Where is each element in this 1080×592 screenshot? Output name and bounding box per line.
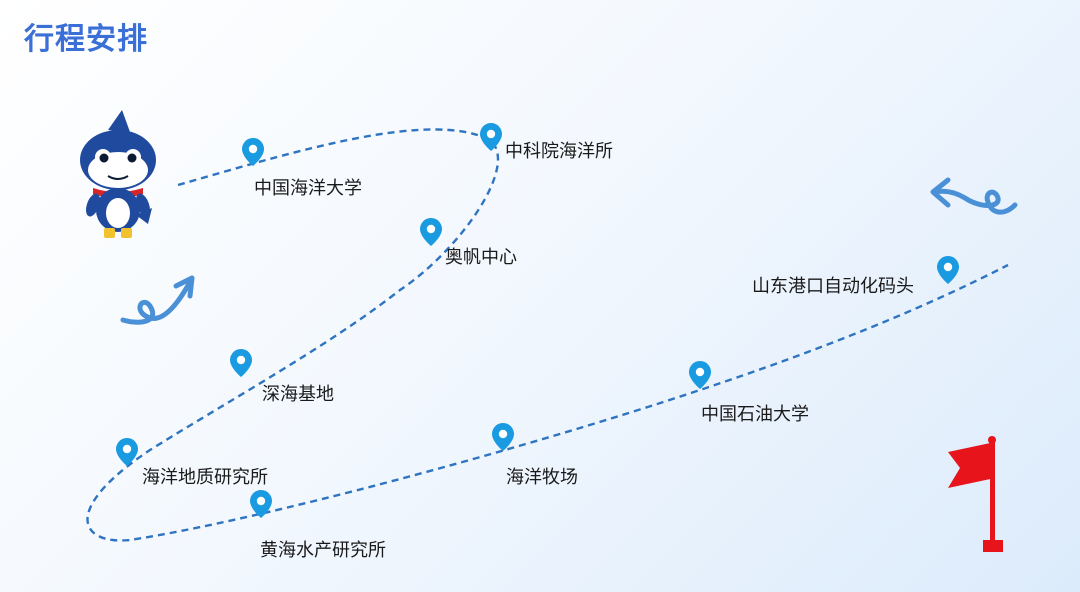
- pin-icon[interactable]: [480, 123, 502, 151]
- stop-label-ocean-univ: 中国海洋大学: [254, 178, 362, 199]
- stop-label-petroleum: 中国石油大学: [701, 404, 809, 425]
- pin-icon[interactable]: [230, 349, 252, 377]
- stop-label-cas-ocean: 中科院海洋所: [505, 141, 613, 162]
- pin-icon[interactable]: [250, 490, 272, 518]
- stop-label-ranch: 海洋牧场: [506, 467, 578, 488]
- stop-label-aofan: 奥帆中心: [445, 247, 517, 268]
- curly-back-arrow-icon: [930, 177, 1018, 215]
- mascot-icon: [80, 110, 156, 238]
- curly-arrow-icon: [120, 275, 195, 325]
- page-title: 行程安排: [24, 22, 148, 57]
- pin-icon[interactable]: [937, 256, 959, 284]
- pin-icon[interactable]: [116, 438, 138, 466]
- finish-flag-icon: [948, 436, 1003, 552]
- stop-label-deep-sea: 深海基地: [262, 384, 334, 405]
- pin-icon[interactable]: [689, 361, 711, 389]
- stop-label-yellow-sea: 黄海水产研究所: [260, 540, 386, 561]
- stop-label-geology: 海洋地质研究所: [142, 467, 268, 488]
- pin-icon[interactable]: [492, 423, 514, 451]
- stop-label-port: 山东港口自动化码头: [752, 276, 914, 297]
- pin-icon[interactable]: [420, 218, 442, 246]
